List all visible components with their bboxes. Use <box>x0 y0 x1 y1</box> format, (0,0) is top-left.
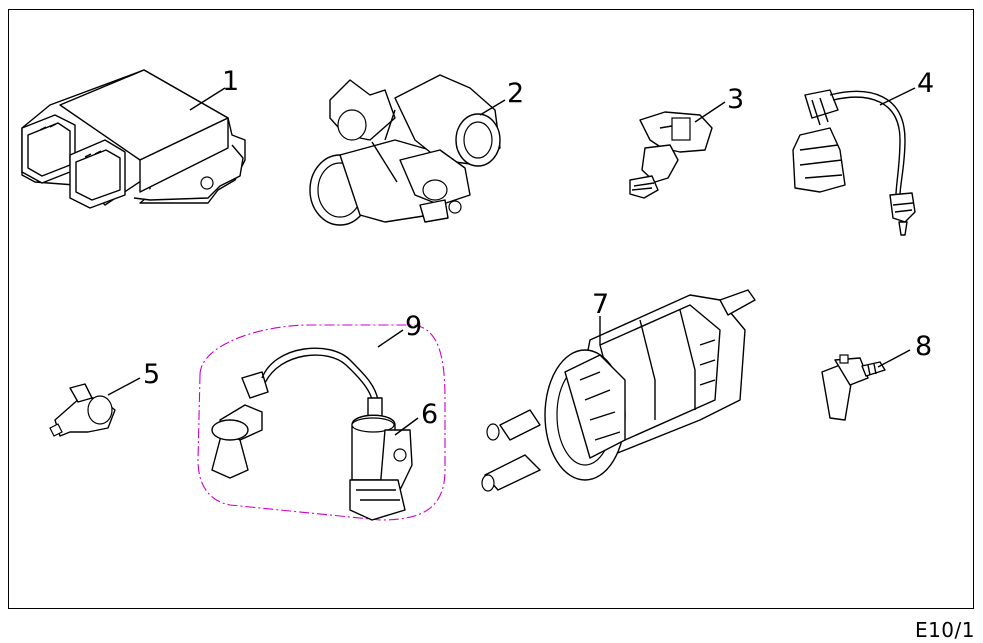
part-7-fuel-pump[interactable] <box>481 289 756 492</box>
part-6-sensor[interactable] <box>349 397 413 521</box>
part-9-temp-sensor[interactable] <box>211 347 379 479</box>
leader-6 <box>394 417 419 436</box>
callout-8: 8 <box>915 331 932 362</box>
callout-7: 7 <box>592 289 609 320</box>
callout-2: 2 <box>507 78 524 109</box>
part-1-control-module[interactable] <box>21 69 246 209</box>
callout-5: 5 <box>143 359 160 390</box>
leader-3 <box>694 101 726 123</box>
leader-2 <box>479 99 506 116</box>
part-5-sensor[interactable] <box>49 383 116 437</box>
part-8-sensor[interactable] <box>821 354 886 421</box>
part-3-fuel-injector[interactable] <box>629 111 713 199</box>
leader-9 <box>377 329 404 348</box>
leader-4 <box>879 87 916 106</box>
callout-3: 3 <box>727 84 744 115</box>
leader-8 <box>877 349 911 368</box>
callout-1: 1 <box>222 66 239 97</box>
group-9-outline <box>197 324 446 521</box>
leader-5 <box>107 377 141 396</box>
diagram-frame <box>8 9 974 609</box>
figure-code: E10/1 <box>914 618 975 642</box>
callout-4: 4 <box>917 68 934 99</box>
part-4-oxygen-sensor[interactable] <box>792 89 916 236</box>
callout-9: 9 <box>405 311 422 342</box>
callout-6: 6 <box>421 399 438 430</box>
part-2-throttle-body[interactable] <box>309 74 501 226</box>
leader-1 <box>189 87 226 111</box>
leader-lines <box>107 87 916 436</box>
